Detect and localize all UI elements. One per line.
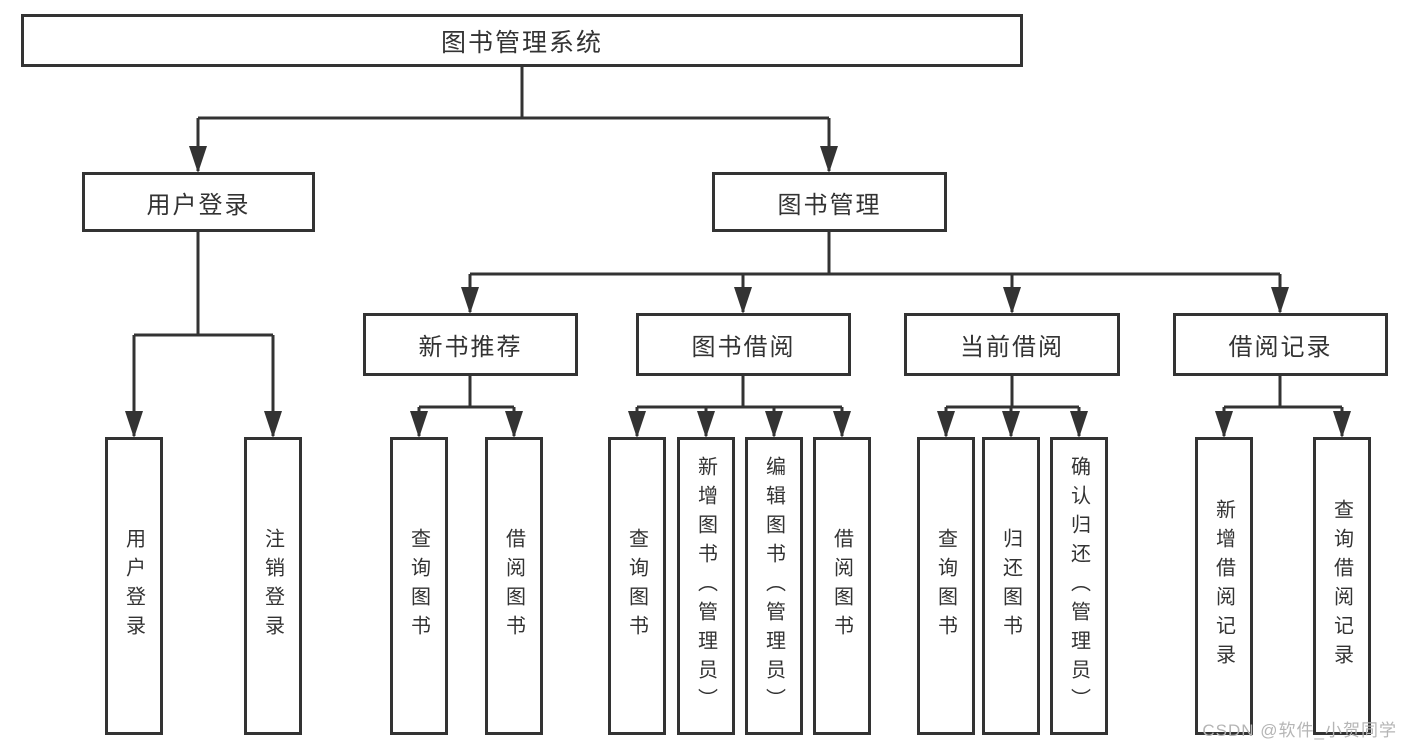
leaf-query-borrow-record: 查询借阅记录	[1313, 437, 1371, 735]
leaf-query-books-2: 查询图书	[608, 437, 666, 735]
leaf-user-login: 用户登录	[105, 437, 163, 735]
node-book-borrowing: 图书借阅	[636, 313, 851, 376]
arrow-down-icon	[1333, 411, 1351, 438]
arrow-down-icon	[765, 411, 783, 438]
arrow-down-icon	[1003, 287, 1021, 314]
connector-arrowheads	[125, 146, 1351, 438]
node-borrowing-records: 借阅记录	[1173, 313, 1388, 376]
arrow-down-icon	[461, 287, 479, 314]
arrow-down-icon	[820, 146, 838, 173]
arrow-down-icon	[833, 411, 851, 438]
arrow-down-icon	[125, 411, 143, 438]
arrow-down-icon	[264, 411, 282, 438]
arrow-down-icon	[628, 411, 646, 438]
arrow-down-icon	[1271, 287, 1289, 314]
leaf-borrow-books-2: 借阅图书	[813, 437, 871, 735]
csdn-watermark: CSDN @软件_小贺同学	[1202, 721, 1397, 740]
arrow-down-icon	[1215, 411, 1233, 438]
arrow-down-icon	[410, 411, 428, 438]
leaf-add-borrow-record: 新增借阅记录	[1195, 437, 1253, 735]
node-book-management: 图书管理	[712, 172, 947, 232]
leaf-add-book-admin: 新增图书（管理员）	[677, 437, 735, 735]
node-root-system: 图书管理系统	[21, 14, 1023, 67]
arrow-down-icon	[505, 411, 523, 438]
leaf-confirm-return-admin: 确认归还（管理员）	[1050, 437, 1108, 735]
node-current-borrowing: 当前借阅	[904, 313, 1120, 376]
arrow-down-icon	[734, 287, 752, 314]
leaf-return-book: 归还图书	[982, 437, 1040, 735]
arrow-down-icon	[1070, 411, 1088, 438]
leaf-query-books-3: 查询图书	[917, 437, 975, 735]
leaf-borrow-books: 借阅图书	[485, 437, 543, 735]
node-user-login: 用户登录	[82, 172, 315, 232]
leaf-query-books: 查询图书	[390, 437, 448, 735]
arrow-down-icon	[1002, 411, 1020, 438]
arrow-down-icon	[937, 411, 955, 438]
arrow-down-icon	[697, 411, 715, 438]
arrow-down-icon	[189, 146, 207, 173]
node-new-book-recommend: 新书推荐	[363, 313, 578, 376]
leaf-edit-book-admin: 编辑图书（管理员）	[745, 437, 803, 735]
connector-path	[132, 67, 1344, 436]
leaf-logout: 注销登录	[244, 437, 302, 735]
